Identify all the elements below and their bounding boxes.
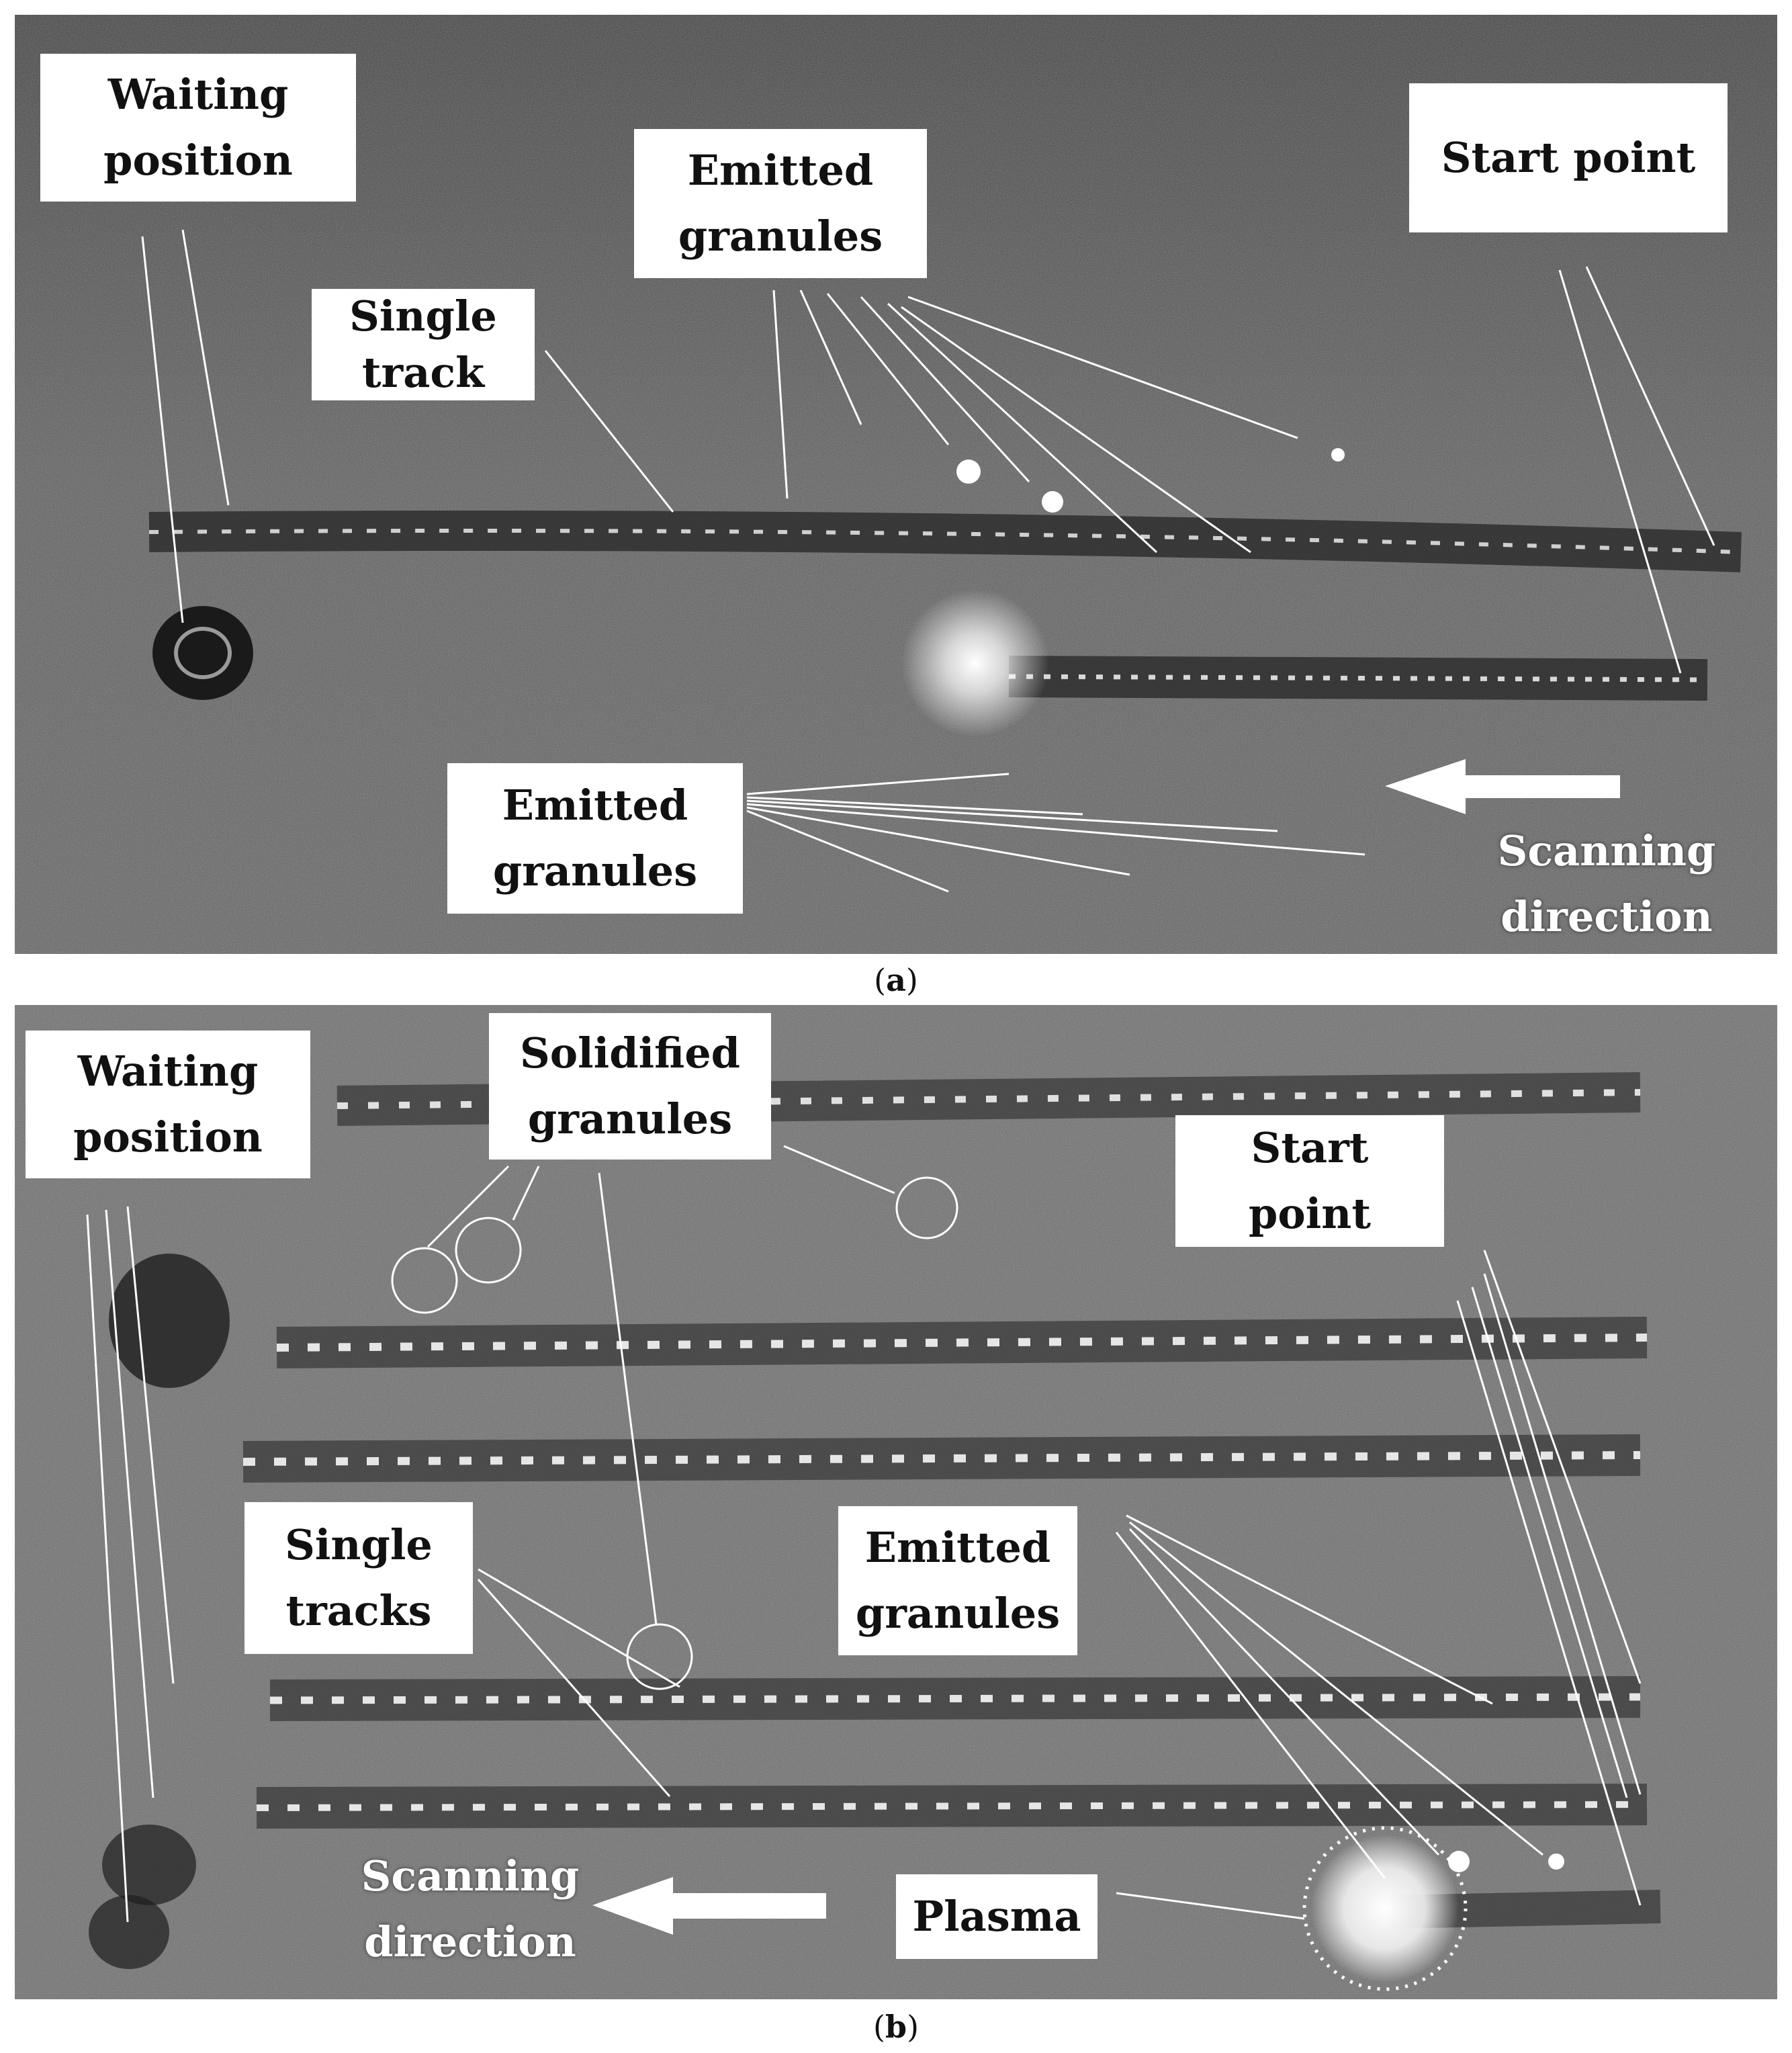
panel-a-label-waiting-position: Waiting position — [40, 54, 356, 202]
panel-a-label-emitted-bottom-line2: granules — [492, 846, 698, 896]
panel-b-scanning-line1: Scanning — [361, 1851, 580, 1901]
panel-b-photo: Waiting position Solidified granules Sta… — [15, 1005, 1777, 1999]
panel-a-scanning-line2: direction — [1500, 892, 1713, 941]
panel-a-label-single-line2: track — [361, 348, 485, 397]
caption-b-letter: b — [885, 2009, 907, 2045]
panel-a-photo: Waiting position Single track Emitted gr… — [15, 15, 1777, 954]
panel-b-label-start-point: Start point — [1175, 1115, 1444, 1247]
panel-b-solidified-circles — [391, 1176, 958, 1690]
panel-b-label-waiting-line2: position — [73, 1112, 263, 1162]
panel-a-label-emitted-granules-top: Emitted granules — [634, 129, 927, 278]
panel-b-label-emitted-line1: Emitted — [864, 1523, 1051, 1572]
panel-a-annotation-lines — [141, 229, 1715, 893]
panel-b-label-plasma: Plasma — [896, 1874, 1097, 1959]
panel-a-label-start: Start point — [1441, 133, 1696, 182]
panel-b-label-emitted-granules: Emitted granules — [838, 1506, 1077, 1655]
panel-a-scanning-direction-text: Scanning direction — [1492, 818, 1721, 950]
panel-b-scanning-line2: direction — [364, 1917, 576, 1966]
panel-a-label-emitted-top-line2: granules — [678, 212, 883, 261]
panel-b-label-solidified-line1: Solidified — [519, 1029, 740, 1078]
panel-a-label-waiting-line1: Waiting — [107, 70, 289, 119]
panel-b-scanning-arrow-icon — [592, 1877, 826, 1935]
panel-a-label-emitted-bottom-line1: Emitted — [502, 781, 688, 830]
panel-b-label-single-line2: tracks — [285, 1586, 432, 1635]
panel-b-label-solidified-granules: Solidified granules — [489, 1013, 771, 1160]
panel-a-label-single-line1: Single — [349, 292, 497, 341]
panel-a-scanning-arrow-icon — [1385, 759, 1620, 814]
caption-b: (b) — [872, 2009, 920, 2045]
panel-b-label-waiting-position: Waiting position — [26, 1031, 310, 1178]
panel-a-label-emitted-top-line1: Emitted — [687, 146, 874, 195]
panel-b-label-emitted-line2: granules — [855, 1589, 1061, 1638]
caption-a: (a) — [874, 962, 918, 998]
panel-b-label-single-tracks: Single tracks — [244, 1502, 473, 1654]
panel-b-label-single-line1: Single — [285, 1520, 433, 1569]
panel-a-label-single-track: Single track — [312, 289, 535, 400]
panel-b-scanning-direction-text: Scanning direction — [356, 1843, 584, 1975]
panel-a-label-start-point: Start point — [1409, 83, 1728, 232]
panel-b-label-plasma-text: Plasma — [912, 1892, 1081, 1941]
panel-a-label-waiting-line2: position — [103, 136, 293, 185]
panel-b-label-waiting-line1: Waiting — [77, 1047, 259, 1096]
panel-a-scanning-line1: Scanning — [1497, 826, 1716, 875]
panel-b-label-solidified-line2: granules — [527, 1094, 733, 1143]
panel-b-annotation-lines — [86, 1145, 1642, 1923]
panel-a-label-emitted-granules-bottom: Emitted granules — [447, 763, 743, 914]
caption-a-letter: a — [886, 962, 906, 998]
panel-b-label-start: Start point — [1249, 1123, 1371, 1238]
